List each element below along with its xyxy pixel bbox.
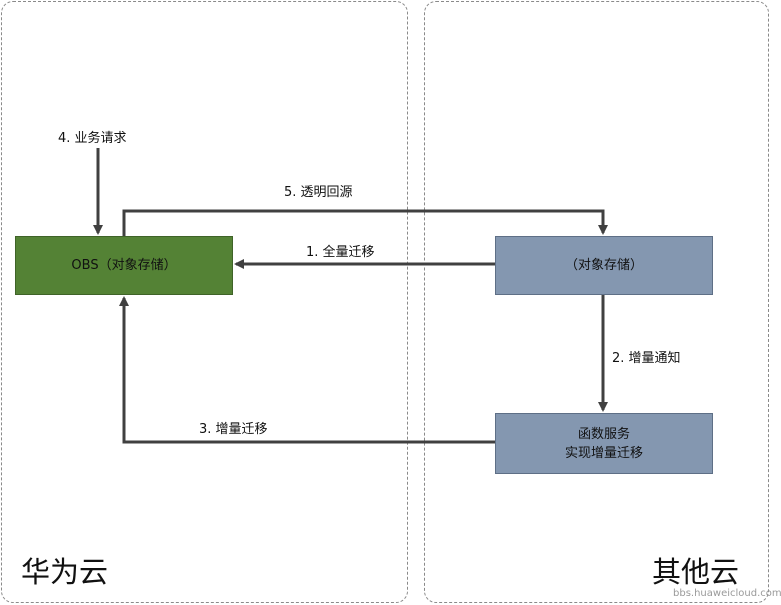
node-function-label: 函数服务 实现增量迁移 [564, 426, 643, 461]
label-business-request: 4. 业务请求 [58, 131, 127, 146]
arrow-transparent-source [122, 209, 608, 236]
node-obs-storage: OBS（对象存储） [15, 236, 233, 295]
node-function-service: 函数服务 实现增量迁移 [495, 413, 713, 474]
watermark: bbs.huaweicloud.com [673, 588, 781, 599]
label-full-migration: 1. 全量迁移 [306, 245, 375, 260]
label-transparent-source: 5. 透明回源 [284, 185, 353, 200]
region-other-cloud [424, 1, 769, 603]
region-title-other: 其他云 [652, 555, 740, 589]
node-other-storage-label: （对象存储） [564, 258, 643, 273]
label-incremental-migration: 3. 增量迁移 [199, 422, 268, 437]
region-title-huawei: 华为云 [21, 555, 109, 589]
region-huawei-cloud [1, 1, 408, 603]
label-incremental-notify: 2. 增量通知 [612, 351, 681, 366]
node-obs-label: OBS（对象存储） [71, 258, 177, 273]
node-other-object-storage: （对象存储） [495, 236, 713, 295]
arrow-incremental-migration [119, 296, 495, 444]
